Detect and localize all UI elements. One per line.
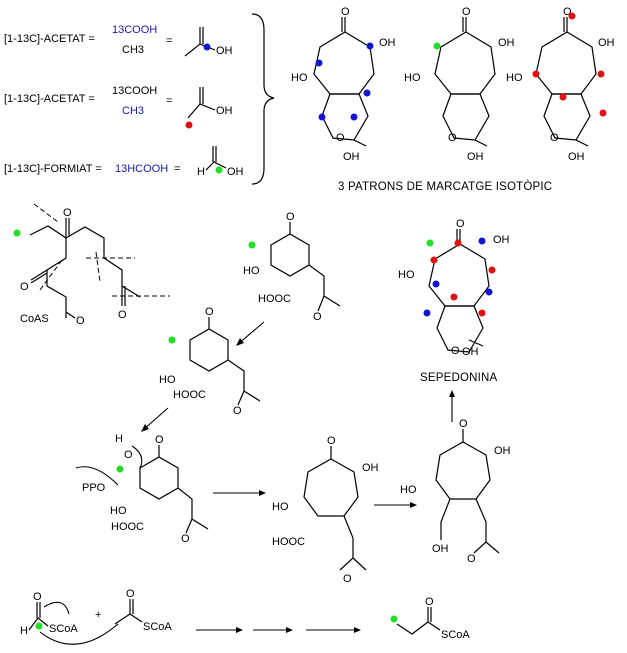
- ch3-label-a: CH3: [122, 44, 144, 56]
- oh-p1-b: OH: [343, 151, 360, 163]
- sep-ho: HO: [398, 269, 415, 281]
- ch3-label-b: CH3: [122, 105, 144, 117]
- int3-h: H: [115, 433, 123, 445]
- ho-p3: HO: [506, 72, 523, 84]
- acetyl-coa: O SCoA: [39, 588, 172, 645]
- formyl-o: O: [33, 591, 42, 603]
- cooh13-label-b: 13COOH: [112, 85, 157, 97]
- formyl-h: H: [20, 625, 28, 637]
- ho-p1: HO: [291, 72, 308, 84]
- intermediate-2: O HO HOOC O: [159, 306, 261, 417]
- pattern-structure-2: O OH HO O OH: [404, 6, 515, 163]
- polyketide-chain: O O CoAS O O: [13, 203, 170, 327]
- chain-o-1: O: [63, 207, 72, 219]
- coas-label: CoAS: [20, 313, 49, 325]
- tropolone-intermediate: O OH HO HOOC O: [272, 435, 379, 585]
- intermediate-1: O HO HOOC O: [243, 211, 341, 323]
- int3-hooc: HOOC: [111, 521, 144, 533]
- label-row-acetate-2: [1-13C]-ACETAT = 13COOH CH3 = OH: [4, 85, 233, 129]
- oh-label-3: OH: [227, 166, 244, 178]
- equals-2: =: [166, 95, 172, 107]
- sep-ring-o: O: [451, 345, 460, 357]
- oh-label-2: OH: [216, 105, 233, 117]
- int1-ho: HO: [243, 265, 260, 277]
- green-dot-marker: [215, 166, 223, 174]
- int2-ho: HO: [159, 374, 176, 386]
- intermediate-3: O H O PPO HO HOOC O: [75, 433, 209, 545]
- ring-o-p3: O: [550, 132, 559, 144]
- sep-o: O: [456, 218, 465, 230]
- acetyl-o: O: [126, 588, 135, 600]
- ppo-label: PPO: [82, 482, 106, 494]
- trop-oh: OH: [362, 462, 379, 474]
- int3-o: O: [155, 434, 164, 446]
- hcooh-label: 13HCOOH: [115, 163, 168, 175]
- oh-p1: OH: [379, 37, 396, 49]
- ketone-o-2: O: [462, 6, 471, 18]
- blue-dot-marker: [203, 43, 211, 51]
- label-row-acetate-1: [1-13C]-ACETAT = 13COOH CH3 = OH: [4, 24, 233, 57]
- patterns-caption: 3 PATRONS DE MARCATGE ISOTÒPIC: [338, 180, 552, 193]
- alcohol-intermediate: O OH HO OH O: [400, 418, 511, 565]
- trop-ho: HO: [272, 501, 289, 513]
- ketone-o-1: O: [341, 6, 350, 18]
- label-row-formate: [1-13C]-FORMIAT = 13HCOOH = H OH: [4, 146, 244, 178]
- formyl-coa: H O SCoA: [20, 591, 78, 637]
- int2-hooc: HOOC: [173, 389, 206, 401]
- acetate-skeleton-2: [187, 103, 216, 119]
- int3-ketone-o: O: [181, 533, 190, 545]
- ring-o-p1: O: [336, 132, 345, 144]
- acetat1-label: [1-13C]-ACETAT =: [4, 33, 95, 45]
- chain-o-4: O: [118, 309, 127, 321]
- sepedonin-label: SEPEDONINA: [420, 372, 498, 384]
- trop-o: O: [327, 435, 336, 447]
- oh-label-1: OH: [216, 45, 233, 57]
- sep-oh: OH: [493, 234, 510, 246]
- product-o: O: [425, 596, 434, 608]
- int3-ho: HO: [110, 505, 127, 517]
- plus-sign: +: [95, 609, 101, 621]
- int2-ketone-o: O: [233, 405, 242, 417]
- trop-ketone-o: O: [343, 573, 352, 585]
- grouping-brace: [251, 13, 275, 185]
- equals-1: =: [166, 35, 172, 47]
- pattern-structure-1: O OH HO O OH: [291, 6, 396, 163]
- oh-p3-b: OH: [568, 151, 585, 163]
- alc-ketone-o: O: [467, 553, 476, 565]
- sepedonin-structure: O OH HO O OH: [398, 218, 510, 358]
- int3-o2: O: [124, 449, 133, 461]
- oh-p2: OH: [498, 37, 515, 49]
- cooh13-label-a: 13COOH: [112, 24, 157, 36]
- ho-p2: HO: [404, 72, 421, 84]
- int2-o: O: [205, 306, 214, 318]
- alc-o: O: [459, 418, 468, 430]
- alc-ho: HO: [400, 484, 417, 496]
- alc-oh2: OH: [432, 543, 449, 555]
- alc-oh: OH: [494, 445, 511, 457]
- red-dot-marker: [185, 121, 193, 129]
- h-label-formate: H: [197, 166, 205, 178]
- formiat-label: [1-13C]-FORMIAT =: [4, 163, 102, 175]
- malonyl-product: O SCoA: [390, 596, 470, 641]
- acetyl-scoa: SCoA: [143, 621, 172, 633]
- acetate-skeleton-1: [184, 43, 216, 57]
- formyl-scoa: SCoA: [49, 623, 78, 635]
- chain-o-2: O: [20, 281, 29, 293]
- int1-o: O: [286, 211, 295, 223]
- trop-hooc: HOOC: [272, 536, 305, 548]
- pattern-structure-3: O OH HO O OH: [506, 6, 615, 163]
- sep-oh-b: OH: [462, 346, 479, 358]
- int1-hooc: HOOC: [258, 293, 291, 305]
- acetat2-label: [1-13C]-ACETAT =: [4, 93, 95, 105]
- chain-o-3: O: [76, 315, 85, 327]
- int1-ketone-o: O: [313, 311, 322, 323]
- equals-3: =: [174, 163, 180, 175]
- ketone-o-3: O: [563, 6, 572, 18]
- oh-p2-b: OH: [467, 151, 484, 163]
- ring-o-p2: O: [448, 132, 457, 144]
- oh-p3: OH: [598, 37, 615, 49]
- product-scoa: SCoA: [441, 629, 470, 641]
